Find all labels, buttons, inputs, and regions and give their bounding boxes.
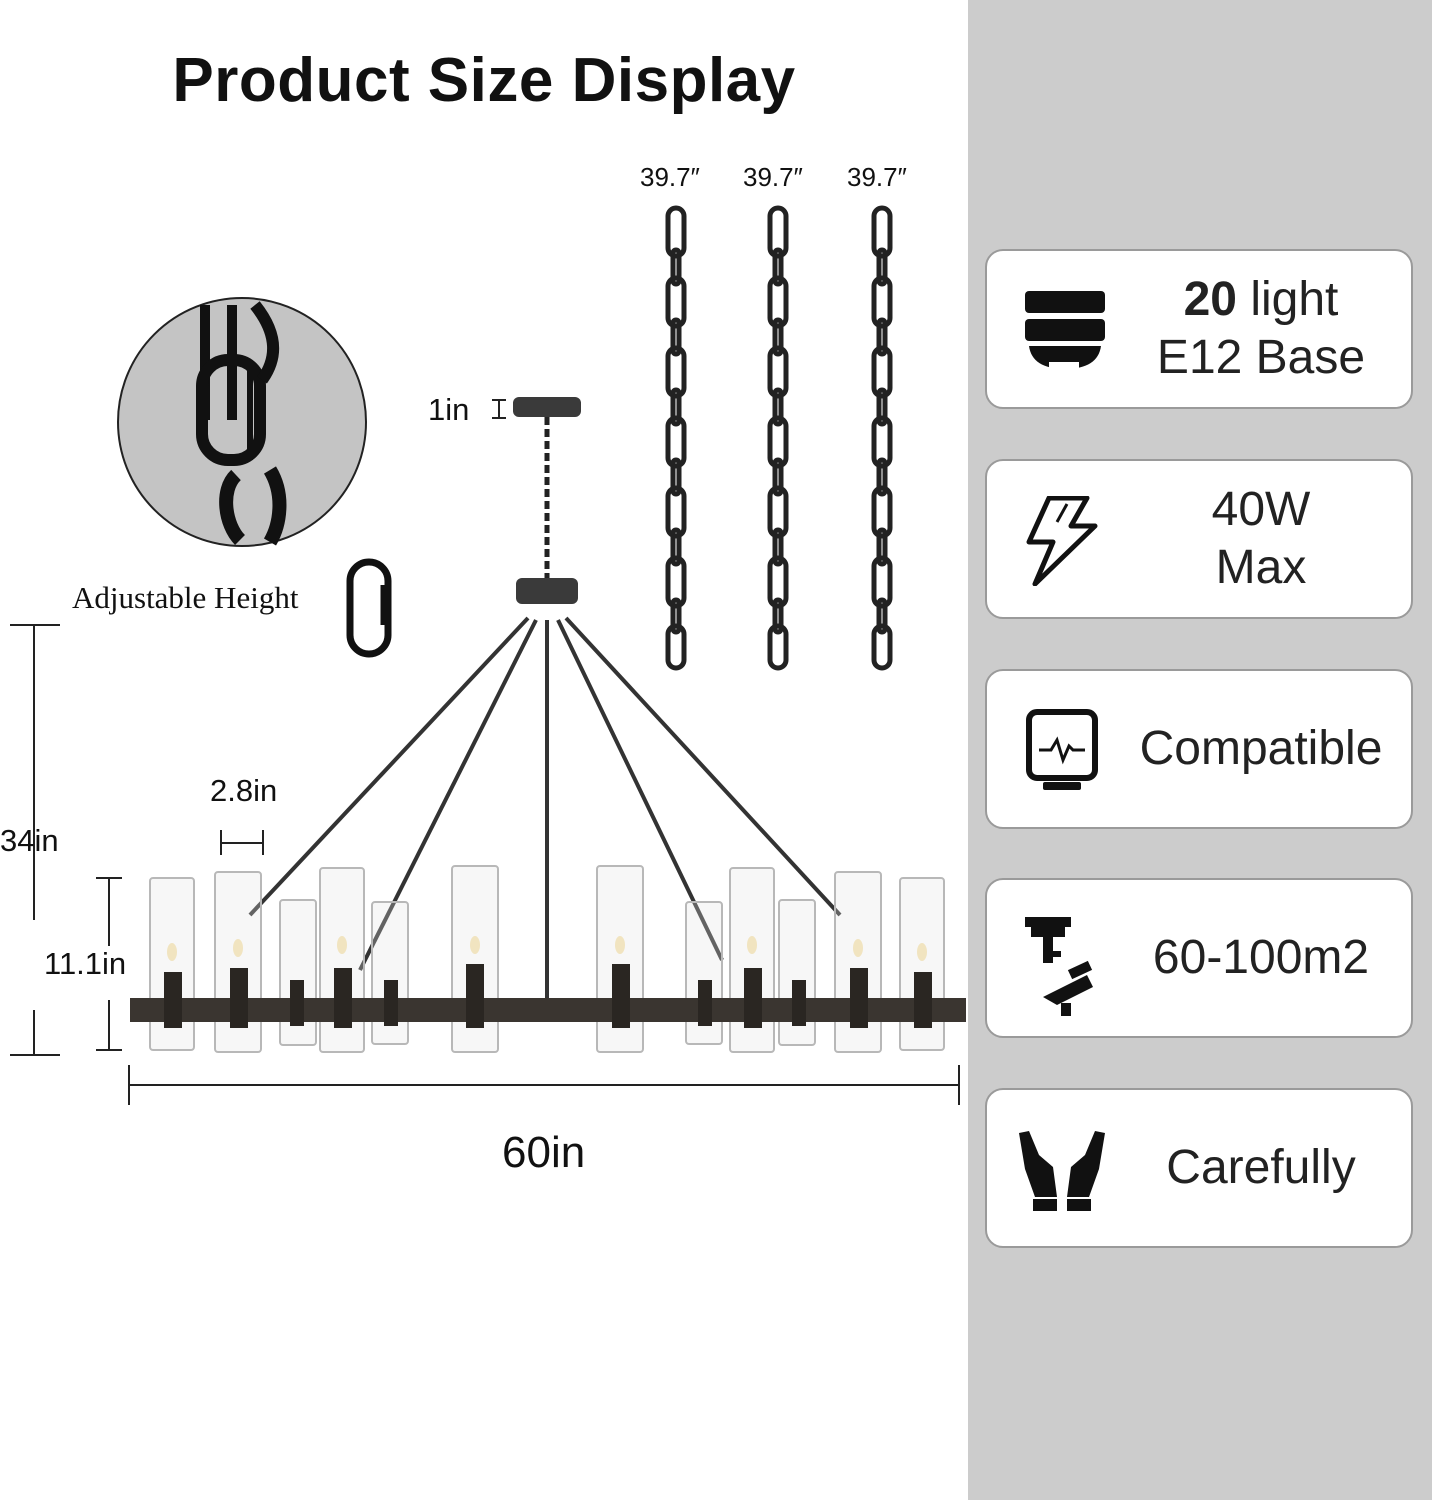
support-arms	[248, 616, 842, 1000]
chain-length-label: 39.7″	[847, 162, 907, 192]
compatible-text: Compatible	[1139, 722, 1383, 776]
dimmer-monitor-icon	[1026, 709, 1098, 790]
feature-card-wattage: 40W Max	[985, 459, 1413, 619]
ceiling-mount-icon	[1025, 917, 1093, 1016]
chain-closeup-circle	[117, 297, 367, 547]
bulb-base-icon	[1025, 291, 1105, 370]
extension-chains	[665, 205, 893, 671]
chandelier-ring	[130, 964, 966, 1028]
feature-card-compatible: Compatible	[985, 669, 1413, 829]
chain-length-label: 39.7″	[640, 162, 700, 192]
bulbs	[167, 936, 927, 961]
coverage-area: 60-100m2	[1152, 931, 1370, 985]
body-height-label: 11.1in	[44, 946, 127, 982]
hands-icon	[1019, 1131, 1105, 1211]
dimension-lines	[10, 624, 960, 1105]
chain-length-label: 39.7″	[743, 162, 803, 192]
bulb-count-unit: light	[1237, 273, 1339, 327]
feature-card-bulbs: 20 light E12 Base	[985, 249, 1413, 409]
candle-width-label: 2.8in	[210, 773, 278, 808]
feature-card-area: 60-100m2	[985, 878, 1413, 1038]
canopy	[492, 397, 581, 604]
chandelier-illustration	[10, 205, 966, 1105]
canopy-height-label: 1in	[428, 392, 470, 427]
feature-card-careful: Carefully	[985, 1088, 1413, 1248]
diameter-label: 60in	[502, 1128, 586, 1177]
wattage-value: 40W	[1211, 483, 1311, 537]
wattage-max: Max	[1215, 541, 1307, 594]
adjustable-height-label: Adjustable Height	[72, 580, 299, 615]
bulb-base-type: E12 Base	[1156, 331, 1366, 384]
lightning-icon	[1026, 496, 1098, 586]
total-height-label: 34in	[0, 823, 59, 858]
quick-link-icon	[346, 558, 392, 658]
careful-text: Carefully	[1166, 1141, 1356, 1195]
page-title: Product Size Display	[172, 46, 796, 115]
product-image-area	[0, 0, 968, 1500]
bulb-count: 20	[1183, 273, 1237, 327]
